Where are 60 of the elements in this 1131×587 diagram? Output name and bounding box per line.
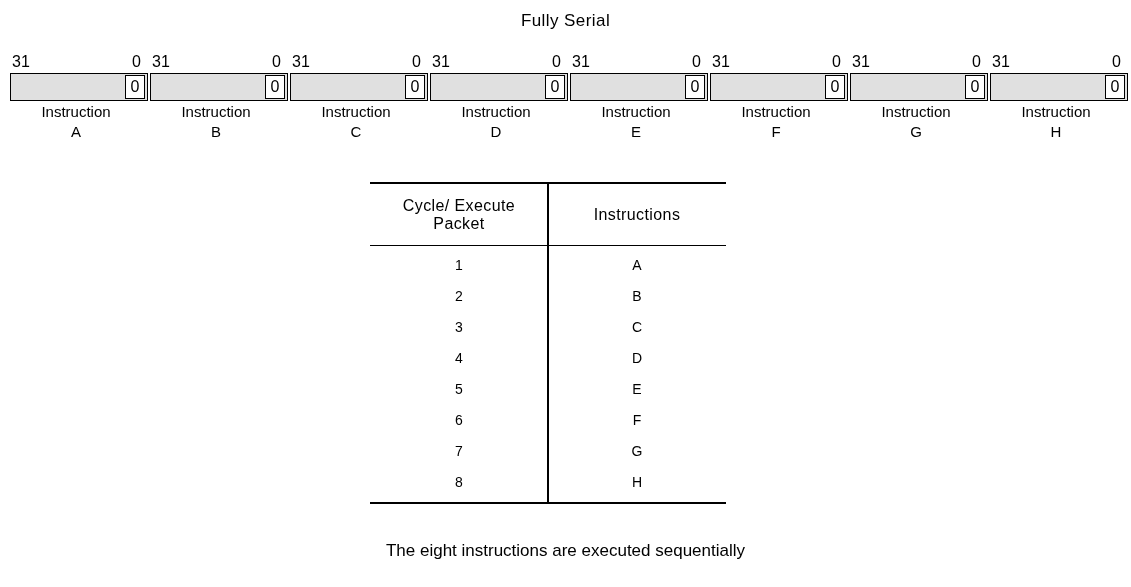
instruction-field xyxy=(710,73,848,101)
instruction-field xyxy=(290,73,428,101)
table-cell-text: 3 xyxy=(455,318,463,337)
instruction-field xyxy=(570,73,708,101)
bit-number: 0 xyxy=(412,52,421,72)
table-cell-text: D xyxy=(631,349,643,368)
column-header: Cycle/ Execute Packet xyxy=(401,196,517,233)
bit-number: 0 xyxy=(552,52,561,72)
bit-number: 31 xyxy=(992,52,1010,72)
title: Fully Serial xyxy=(520,10,611,32)
instruction-field xyxy=(10,73,148,101)
bit-number: 31 xyxy=(432,52,450,72)
instruction-label: Instruction E xyxy=(600,102,672,142)
table-cell-text: 4 xyxy=(455,349,463,368)
instruction-field xyxy=(990,73,1128,101)
table-cell-text: G xyxy=(631,442,643,461)
bit-zero-box: 0 xyxy=(685,75,705,99)
table-cell-text: 2 xyxy=(455,287,463,306)
table-cell-text: 5 xyxy=(455,380,463,399)
table-cell-text: E xyxy=(632,380,642,399)
instruction-label: Instruction C xyxy=(320,102,392,142)
instruction-label: Instruction H xyxy=(1020,102,1092,142)
bit-zero-box: 0 xyxy=(265,75,285,99)
bit-number: 31 xyxy=(152,52,170,72)
bit-zero-box: 0 xyxy=(965,75,985,99)
bit-number: 31 xyxy=(12,52,30,72)
table-cell-text: F xyxy=(632,411,642,430)
table-cell-text: A xyxy=(632,256,642,275)
bit-number: 0 xyxy=(832,52,841,72)
table-cell-text: 6 xyxy=(455,411,463,430)
bit-number: 31 xyxy=(572,52,590,72)
bit-zero-box: 0 xyxy=(825,75,845,99)
table-cell-text: H xyxy=(631,473,643,492)
bit-zero-box: 0 xyxy=(545,75,565,99)
instruction-label: Instruction G xyxy=(880,102,952,142)
instruction-label: Instruction F xyxy=(740,102,812,142)
bit-zero-box: 0 xyxy=(125,75,145,99)
table-cell-text: C xyxy=(631,318,643,337)
table-cell-text: 1 xyxy=(455,256,463,275)
bit-zero-box: 0 xyxy=(405,75,425,99)
bit-number: 31 xyxy=(852,52,870,72)
bit-number: 0 xyxy=(1112,52,1121,72)
bit-number: 31 xyxy=(712,52,730,72)
bit-number: 0 xyxy=(972,52,981,72)
instruction-field xyxy=(150,73,288,101)
instruction-field xyxy=(850,73,988,101)
bit-number: 0 xyxy=(272,52,281,72)
instruction-label: Instruction D xyxy=(460,102,532,142)
bit-number: 0 xyxy=(132,52,141,72)
bit-number: 0 xyxy=(692,52,701,72)
column-header: Instructions xyxy=(592,205,682,224)
instruction-label: Instruction B xyxy=(180,102,252,142)
caption: The eight instructions are executed sequentially xyxy=(385,540,746,562)
instruction-label: Instruction A xyxy=(40,102,112,142)
table-cell-text: 8 xyxy=(455,473,463,492)
bit-zero-box: 0 xyxy=(1105,75,1125,99)
table-cell-text: 7 xyxy=(455,442,463,461)
bit-number: 31 xyxy=(292,52,310,72)
table-cell-text: B xyxy=(632,287,642,306)
instruction-field xyxy=(430,73,568,101)
